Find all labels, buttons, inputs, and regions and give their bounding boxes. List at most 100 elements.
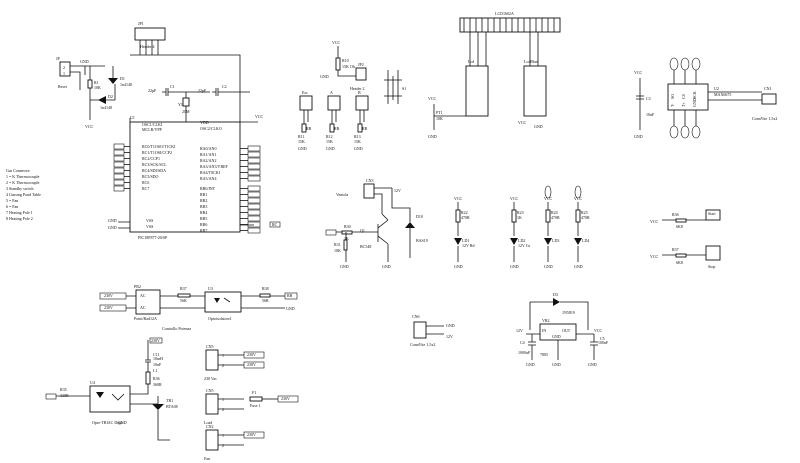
conn-label: Fan xyxy=(204,456,210,461)
reg-gnd3: GND xyxy=(588,362,597,367)
psu-in1: 230V xyxy=(104,293,113,298)
mcu-right-pins: VDDOSC2/CLKORA0/AN0RA1/AN1RA2/AN2RA3/AN3… xyxy=(200,120,261,234)
tag-rb: RB xyxy=(287,293,293,298)
lcd-ref: LCD1602A xyxy=(495,11,514,16)
led-diode xyxy=(574,238,582,245)
ra-rb-tag xyxy=(247,197,261,204)
mcu-right-pin-label: VDD xyxy=(200,120,209,125)
psu-in2: 230V xyxy=(104,305,113,310)
conn-label: Load xyxy=(204,420,212,425)
diode-d10 xyxy=(405,222,415,228)
max-tag xyxy=(691,125,701,139)
jp2-label: Header 2 xyxy=(350,86,365,91)
rc-tag xyxy=(113,149,125,156)
mcu-right-pin-label: RA5/AN4 xyxy=(200,176,216,181)
max-tag xyxy=(669,125,679,139)
max-tag xyxy=(669,57,679,71)
max-pin-label: SO xyxy=(670,94,675,99)
thermo-connector xyxy=(761,93,777,105)
mcu-right-pin-label: RB4 xyxy=(200,210,207,215)
conn-pin: 2 xyxy=(222,363,224,368)
button-rb: RB xyxy=(362,126,368,131)
d10-part: BAS19 xyxy=(416,238,428,243)
cn6-12v: 12V xyxy=(446,334,453,339)
diode-d3 xyxy=(553,298,560,306)
mcu-left-pin-label: RC4/SDI/SDA xyxy=(142,168,166,173)
r37-ref: R37 xyxy=(180,286,187,291)
conn-ref: CN5 xyxy=(206,344,214,349)
jp2-ref: JP2 xyxy=(358,62,364,67)
c2-ref: C2 xyxy=(222,84,227,89)
ra-rb-tag xyxy=(247,209,261,216)
crystal-y1 xyxy=(182,97,190,107)
resistor-r36 xyxy=(675,218,687,223)
load-connector xyxy=(205,349,219,371)
pow-gnd: GND xyxy=(118,420,127,425)
start-connector xyxy=(705,209,721,221)
load-connector xyxy=(205,429,219,451)
reg-vcc: VCC xyxy=(594,328,603,333)
max-pin-label: CS xyxy=(681,94,686,99)
c5-val: 100nF xyxy=(598,340,609,345)
lcd-header xyxy=(459,17,561,33)
led-diode xyxy=(454,238,462,245)
conn-net: 230V xyxy=(281,396,290,401)
gas-item: 7 Heating Pole 1 xyxy=(6,210,33,215)
conn-pin: 1 xyxy=(222,353,224,358)
led-ref: LD1 xyxy=(462,238,469,243)
r37b-val: 6K8 xyxy=(676,260,683,265)
conn-net: 230V xyxy=(247,352,256,357)
l1-ref: L1 xyxy=(153,368,157,373)
button-r-val: 15K xyxy=(326,139,333,144)
diode-d1 xyxy=(108,78,118,84)
led-r-ref: R22 xyxy=(461,210,468,215)
conn-pin: 2 xyxy=(222,443,224,448)
resistor-r31 xyxy=(343,239,348,251)
start-stop-section: Start VCC R36 6K8 Stop VCC R37 6K8 xyxy=(650,209,721,269)
mcu-right-pin-label: RA0/AN0 xyxy=(200,146,216,151)
r36-val: 6K8 xyxy=(676,224,683,229)
u3-label: Optoisolatore1 xyxy=(208,316,232,321)
vr2-in: IN xyxy=(542,328,546,333)
button-r-val: 15K xyxy=(354,139,361,144)
ra-rb-tag xyxy=(247,157,261,164)
ra-rb-tag xyxy=(247,175,261,182)
mcu-gnd1: GND xyxy=(108,218,117,223)
mcu-left-pin-label: RC5/SDO xyxy=(142,174,159,179)
r1-ref: R1 xyxy=(94,80,99,85)
led-gnd: GND xyxy=(510,264,519,269)
button-rb: RB xyxy=(306,126,312,131)
tr1-ref: TR1 xyxy=(166,398,173,403)
mcu-left-pin-label: RC7 xyxy=(142,186,149,191)
c11-ref: C11 xyxy=(153,352,160,357)
mcu-vss1: VSS xyxy=(146,218,153,223)
d1-ref: D1 xyxy=(120,76,125,81)
crystal-section: 22pF C1 22pF C2 Y1 20M xyxy=(129,84,250,122)
button-1 xyxy=(327,95,341,111)
gnd-jp2: GND xyxy=(320,74,329,79)
rc-tag xyxy=(113,143,125,150)
led-r-val: 470R xyxy=(551,215,560,220)
gas-item: 5 = Fan xyxy=(6,198,18,203)
led-resistor xyxy=(545,209,551,223)
mcu-right-pin-label: RB7 xyxy=(200,228,207,233)
r36b-ref: R36 xyxy=(153,376,160,381)
resistor-r10 xyxy=(335,57,341,71)
cn1-label: ConnVite 1,5x2 xyxy=(752,116,777,122)
button-label: B xyxy=(358,90,361,95)
button-resistor xyxy=(329,123,335,133)
mcu-right-pin-label: OSC2/CLKO xyxy=(200,126,222,131)
led-gnd: GND xyxy=(454,264,463,269)
max-tag xyxy=(680,57,690,71)
mcu-left-pin-label: MCLR/VPP xyxy=(142,127,163,132)
rc-tag xyxy=(113,179,125,186)
pr2-ac2: AC xyxy=(140,305,146,310)
start-vcc: VCC xyxy=(650,219,659,224)
led-diode xyxy=(510,238,518,245)
max-tag xyxy=(691,57,701,71)
load-connector xyxy=(205,393,219,415)
led-tag xyxy=(544,185,552,199)
r35-val: 330R xyxy=(60,393,69,398)
header-jp1: JP1 Header 4 xyxy=(130,21,241,122)
